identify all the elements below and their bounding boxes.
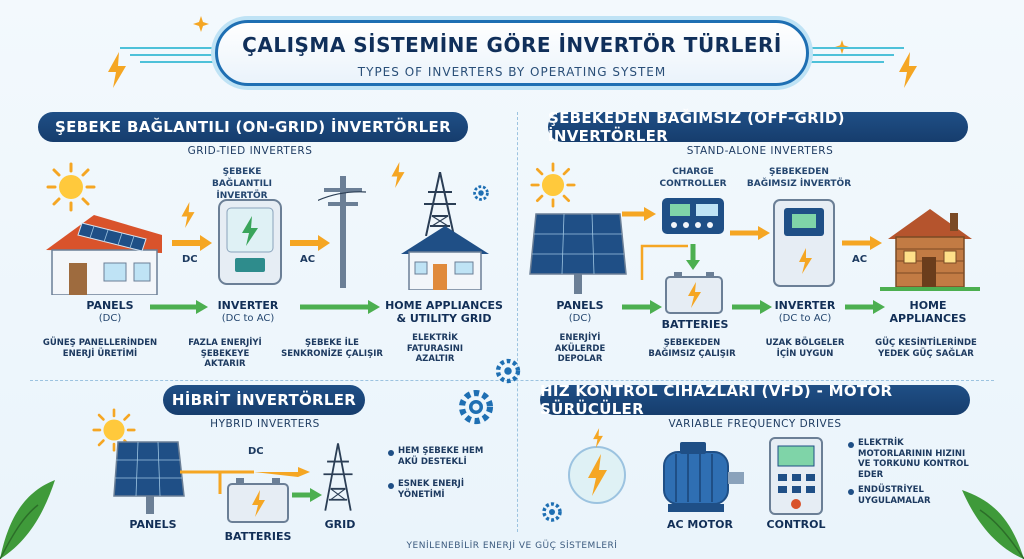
off-grid-panels-sub: (DC) — [568, 313, 592, 324]
gear-icon — [542, 502, 562, 522]
off-grid-ac-label: AC — [852, 254, 868, 265]
off-grid-note-3: UZAK BÖLGELER İÇİN UYGUN — [765, 338, 845, 359]
arrow-down-icon — [686, 244, 700, 270]
on-grid-note-1: GÜNEŞ PANELLERİNDEN ENERJİ ÜRETİMİ — [42, 338, 158, 359]
arrow-right-icon — [150, 300, 208, 314]
footer-text: YENİLENEBİLİR ENERJİ VE GÜÇ SİSTEMLERİ — [406, 541, 618, 551]
vfd-control-label: CONTROL — [766, 518, 826, 531]
on-grid-panels-sub: (DC) — [98, 313, 122, 324]
charge-controller-label: CHARGE CONTROLLER — [659, 167, 727, 189]
on-grid-note-4: ELEKTRİK FATURASINI AZALTIR — [406, 333, 464, 364]
vfd-bullet-2: ENDÜSTRİYEL UYGULAMALAR — [858, 485, 931, 506]
solar-panel-icon — [529, 213, 627, 294]
on-grid-inverter-label: INVERTER — [217, 299, 279, 312]
arrow-right-icon — [842, 236, 882, 250]
vfd-section-subtitle: VARIABLE FREQUENCY DRIVES — [668, 418, 842, 430]
bullet-dot — [388, 450, 394, 456]
vfd-motor-label: AC MOTOR — [666, 518, 734, 531]
connector-line — [180, 467, 310, 494]
off-grid-note-4: GÜÇ KESİNTİLERİNDE YEDEK GÜÇ SAĞLAR — [875, 338, 977, 359]
hybrid-dc-label: DC — [248, 446, 264, 457]
bullet-dot — [388, 483, 394, 489]
hybrid-bullet-2: ESNEK ENERJİ YÖNETİMİ — [398, 479, 464, 500]
inverter-icon — [218, 199, 282, 285]
bolt-icon — [181, 202, 195, 228]
on-grid-inverter-sub: (DC to AC) — [221, 313, 275, 324]
on-grid-section-subtitle: GRID-TIED INVERTERS — [187, 145, 313, 157]
battery-icon — [227, 478, 289, 523]
bullet-dot — [848, 489, 854, 495]
leaf-decoration-left — [0, 480, 55, 559]
header-banner: ÇALIŞMA SİSTEMİNE GÖRE İNVERTÖR TÜRLERİ … — [215, 20, 809, 86]
transmission-tower-icon — [323, 443, 353, 511]
ac-motor-icon — [663, 442, 744, 512]
divider-horizontal — [30, 380, 994, 381]
connector-line — [640, 244, 688, 280]
charge-controller-icon — [662, 198, 724, 234]
on-grid-note-3: ŞEBEKE İLE SENKRONİZE ÇALIŞIR — [281, 338, 383, 359]
on-grid-inverter-caption: ŞEBEKE BAĞLANTILI İNVERTÖR — [211, 167, 273, 201]
arrow-right-icon — [290, 235, 330, 251]
hybrid-panels-label: PANELS — [129, 518, 177, 531]
arrow-right-icon — [172, 235, 212, 251]
page-title: ÇALIŞMA SİSTEMİNE GÖRE İNVERTÖR TÜRLERİ — [242, 33, 782, 57]
arrow-right-icon — [845, 300, 885, 314]
home-icon — [401, 226, 489, 290]
inverter-icon — [773, 199, 835, 287]
off-grid-inverter-caption: ŞEBEKEDEN BAĞIMSIZ İNVERTÖR — [746, 167, 852, 189]
hybrid-batteries-label: BATTERIES — [224, 530, 292, 543]
page-subtitle: TYPES OF INVERTERS BY OPERATING SYSTEM — [357, 65, 667, 79]
house-with-solar-panels-icon — [46, 215, 162, 295]
off-grid-home-label: HOME APPLIANCES — [889, 299, 967, 325]
vfd-controller-icon — [769, 437, 823, 515]
arrow-right-icon — [622, 300, 662, 314]
dc-label: DC — [182, 254, 198, 265]
arrow-right-icon — [730, 226, 770, 240]
hybrid-bullet-1: HEM ŞEBEKE HEM AKÜ DESTEKLİ — [398, 446, 484, 467]
ac-label: AC — [300, 254, 316, 265]
arrow-right-icon — [732, 300, 772, 314]
bolt-icon — [108, 52, 126, 88]
on-grid-note-2: FAZLA ENERJİYİ ŞEBEKEYE AKTARIR — [188, 338, 262, 369]
off-grid-section-title: ŞEBEKEDEN BAĞIMSIZ (OFF-GRID) İNVERTÖRLE… — [548, 109, 968, 145]
bullet-dot — [848, 442, 854, 448]
arrow-right-icon — [622, 207, 656, 221]
off-grid-inverter-label: INVERTER — [774, 299, 836, 312]
gear-icon — [495, 358, 521, 384]
arrow-right-icon — [300, 300, 380, 314]
sun-icon — [46, 162, 96, 212]
bolt-icon — [593, 428, 603, 448]
off-grid-note-1: ENERJİYİ AKÜLERDE DEPOLAR — [554, 333, 606, 364]
off-grid-inverter-sub: (DC to AC) — [778, 313, 832, 324]
on-grid-home-label: HOME APPLIANCES & UTILITY GRID — [385, 299, 503, 325]
leaf-decoration-right — [962, 490, 1024, 559]
divider-vertical — [517, 112, 518, 532]
on-grid-panels-label: PANELS — [86, 299, 134, 312]
wave-decoration-left — [120, 47, 215, 63]
bolt-icon — [899, 52, 917, 88]
off-grid-note-2: ŞEBEKEDEN BAĞIMSIZ ÇALIŞIR — [648, 338, 736, 359]
cabin-icon — [880, 209, 980, 291]
hybrid-grid-label: GRID — [324, 518, 356, 531]
off-grid-batteries-label: BATTERIES — [661, 318, 729, 331]
vfd-bullet-1: ELEKTRİK MOTORLARININ HIZINI VE TORKUNU … — [858, 438, 969, 480]
utility-pole-icon — [318, 176, 367, 288]
solar-panel-icon — [113, 441, 185, 514]
sun-icon — [530, 162, 576, 208]
hybrid-section-title: HİBRİT İNVERTÖRLER — [163, 385, 365, 415]
transmission-tower-icon — [424, 172, 456, 236]
vfd-section-title: HIZ KONTROL CİHAZLARI (VFD) - MOTOR SÜRÜ… — [540, 382, 970, 418]
arrow-right-icon — [292, 488, 322, 502]
battery-icon — [665, 272, 723, 314]
wave-decoration-right — [809, 47, 904, 63]
gear-icon — [473, 185, 489, 201]
sparkle-icon — [193, 16, 209, 32]
bolt-icon — [391, 162, 405, 188]
hybrid-section-subtitle: HYBRID INVERTERS — [210, 418, 320, 430]
gear-icon — [458, 389, 494, 425]
energy-circle-icon — [568, 446, 626, 504]
on-grid-section-title: ŞEBEKE BAĞLANTILI (ON-GRID) İNVERTÖRLER — [38, 112, 468, 142]
off-grid-section-subtitle: STAND-ALONE INVERTERS — [686, 145, 834, 157]
off-grid-panels-label: PANELS — [556, 299, 604, 312]
